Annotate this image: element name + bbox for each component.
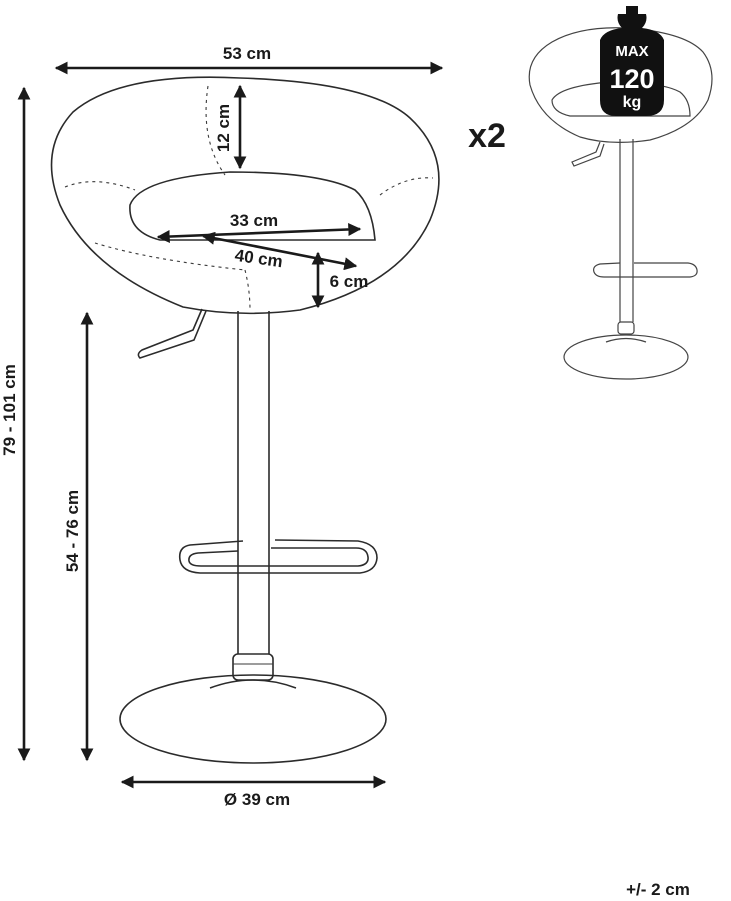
tolerance-note: +/- 2 cm: [626, 880, 690, 899]
small-footrest: [593, 262, 698, 278]
base-disc: [119, 674, 387, 764]
max-load-badge: MAX 120 kg: [600, 6, 664, 116]
footrest: [178, 539, 378, 574]
small-seat-shell: [528, 27, 713, 143]
label-seat-thickness: 6 cm: [330, 272, 369, 291]
base-collar: [232, 653, 274, 681]
seat-shell: [50, 76, 440, 315]
seat-cushion: [129, 171, 376, 241]
badge-cap: [626, 6, 638, 14]
label-seat-height: 54 - 76 cm: [63, 490, 82, 572]
badge-unit: kg: [623, 94, 642, 111]
small-gas-lever: [571, 141, 605, 167]
stool-small-drawing: [528, 27, 713, 380]
label-base-diameter: Ø 39 cm: [224, 790, 290, 809]
label-seat-width: 33 cm: [230, 211, 278, 230]
dimension-lines: [17, 61, 444, 789]
quantity-label: x2: [468, 117, 506, 155]
gas-lever: [137, 308, 207, 359]
stool-main-drawing: [50, 76, 440, 764]
small-base-disc: [563, 334, 689, 380]
badge-value: 120: [609, 64, 654, 94]
badge-weight-shape: [600, 14, 664, 116]
label-width: 53 cm: [223, 44, 271, 63]
badge-max: MAX: [615, 43, 648, 60]
label-backrest-height: 12 cm: [214, 104, 233, 152]
label-total-height: 79 - 101 cm: [0, 364, 19, 456]
